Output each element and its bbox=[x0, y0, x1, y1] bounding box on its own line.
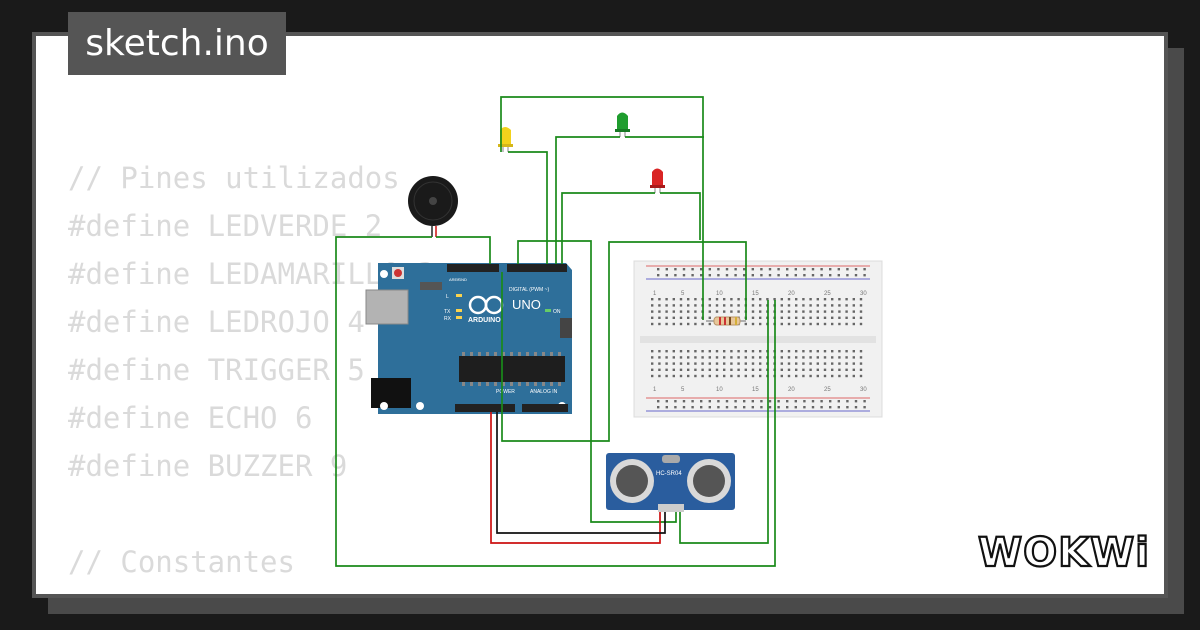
gnd-label: GND bbox=[458, 277, 467, 282]
wire-gnd-to-breadboard bbox=[501, 241, 747, 442]
arduino-uno-board[interactable]: ARDUINO UNO DIGITAL (PWM ~) POWER ANALOG… bbox=[365, 263, 572, 414]
preview-canvas: // Pines utilizados #define LEDVERDE 2 #de… bbox=[36, 36, 1164, 594]
code-line: // Constantes bbox=[68, 545, 295, 579]
breadboard-number: 10 bbox=[716, 387, 723, 393]
breadboard-number: 1 bbox=[653, 387, 657, 393]
sensor-model-label: HC-SR04 bbox=[656, 471, 682, 477]
digital-header-low bbox=[507, 264, 567, 272]
tx-label: TX bbox=[444, 309, 451, 315]
breadboard-number: 20 bbox=[788, 291, 795, 297]
power-header-label: POWER bbox=[496, 389, 515, 395]
wire-buzzer-pin9 bbox=[436, 236, 491, 264]
led-green[interactable] bbox=[615, 112, 630, 138]
wokwi-logo: WOKWi bbox=[977, 529, 1150, 577]
code-line: // Pines utilizados bbox=[68, 161, 400, 195]
wire-green-led-pin2 bbox=[555, 136, 620, 264]
breadboard-number: 30 bbox=[860, 291, 867, 297]
filename-label: sketch.ino bbox=[85, 23, 269, 64]
wire-yellow-led-pin3 bbox=[508, 151, 548, 264]
breadboard-number: 5 bbox=[681, 291, 685, 297]
wire-trigger bbox=[517, 240, 677, 523]
breadboard-number: 20 bbox=[788, 387, 795, 393]
code-line: #define LEDAMARILLO 3 bbox=[68, 257, 435, 291]
wires bbox=[335, 96, 776, 567]
breadboard-number: 15 bbox=[752, 387, 759, 393]
code-line: #define LEDROJO 4 bbox=[68, 305, 365, 339]
power-header bbox=[455, 404, 515, 412]
analog-header bbox=[522, 404, 568, 412]
code-line: #define ECHO 6 bbox=[68, 401, 313, 435]
resistor[interactable] bbox=[706, 316, 746, 326]
code-line: const float sonido = 34300.0; // Velocid… bbox=[68, 586, 993, 594]
breadboard-number: 15 bbox=[752, 291, 759, 297]
wire-5v bbox=[490, 412, 661, 544]
analog-header-label: ANALOG IN bbox=[530, 389, 558, 395]
breadboard-number: 30 bbox=[860, 387, 867, 393]
wire-red-led-gnd bbox=[660, 192, 701, 240]
code-background: // Pines utilizados #define LEDVERDE 2 #de… bbox=[68, 154, 993, 594]
code-line: #define LEDVERDE 2 bbox=[68, 209, 383, 243]
breadboard[interactable]: 1 5 10 15 20 25 30 1 5 10 15 20 25 30 bbox=[633, 260, 883, 418]
wire-echo bbox=[679, 300, 769, 544]
breadboard-number: 5 bbox=[681, 387, 685, 393]
led-red[interactable] bbox=[650, 168, 665, 194]
breadboard-number: 1 bbox=[653, 291, 657, 297]
power-jack bbox=[371, 378, 411, 408]
buzzer[interactable] bbox=[408, 176, 458, 237]
breadboard-number: 25 bbox=[824, 291, 831, 297]
code-line: #define BUZZER 9 bbox=[68, 449, 348, 483]
atmega-chip bbox=[459, 356, 565, 382]
wire-gnd-sensor bbox=[496, 412, 666, 534]
code-line: #define TRIGGER 5 bbox=[68, 353, 365, 387]
wire-yellow-led-to-resistor bbox=[500, 96, 704, 320]
usb-connector bbox=[365, 289, 409, 325]
l-label: L bbox=[446, 294, 449, 300]
digital-header-high bbox=[447, 264, 499, 272]
aref-label: AREF bbox=[449, 277, 460, 282]
filename-tab[interactable]: sketch.ino bbox=[68, 12, 286, 75]
breadboard-number: 10 bbox=[716, 291, 723, 297]
on-label: ON bbox=[553, 309, 561, 315]
breadboard-number: 25 bbox=[824, 387, 831, 393]
wire-buzzer-gnd bbox=[335, 236, 776, 567]
rx-label: RX bbox=[444, 316, 452, 322]
wokwi-logo-text: WOKWi bbox=[978, 530, 1150, 576]
arduino-brand-label: ARDUINO bbox=[468, 317, 501, 324]
ultrasonic-sensor[interactable]: HC-SR04 bbox=[606, 453, 735, 512]
digital-header-label: DIGITAL (PWM ~) bbox=[509, 287, 549, 293]
arduino-model-label: UNO bbox=[512, 297, 541, 312]
